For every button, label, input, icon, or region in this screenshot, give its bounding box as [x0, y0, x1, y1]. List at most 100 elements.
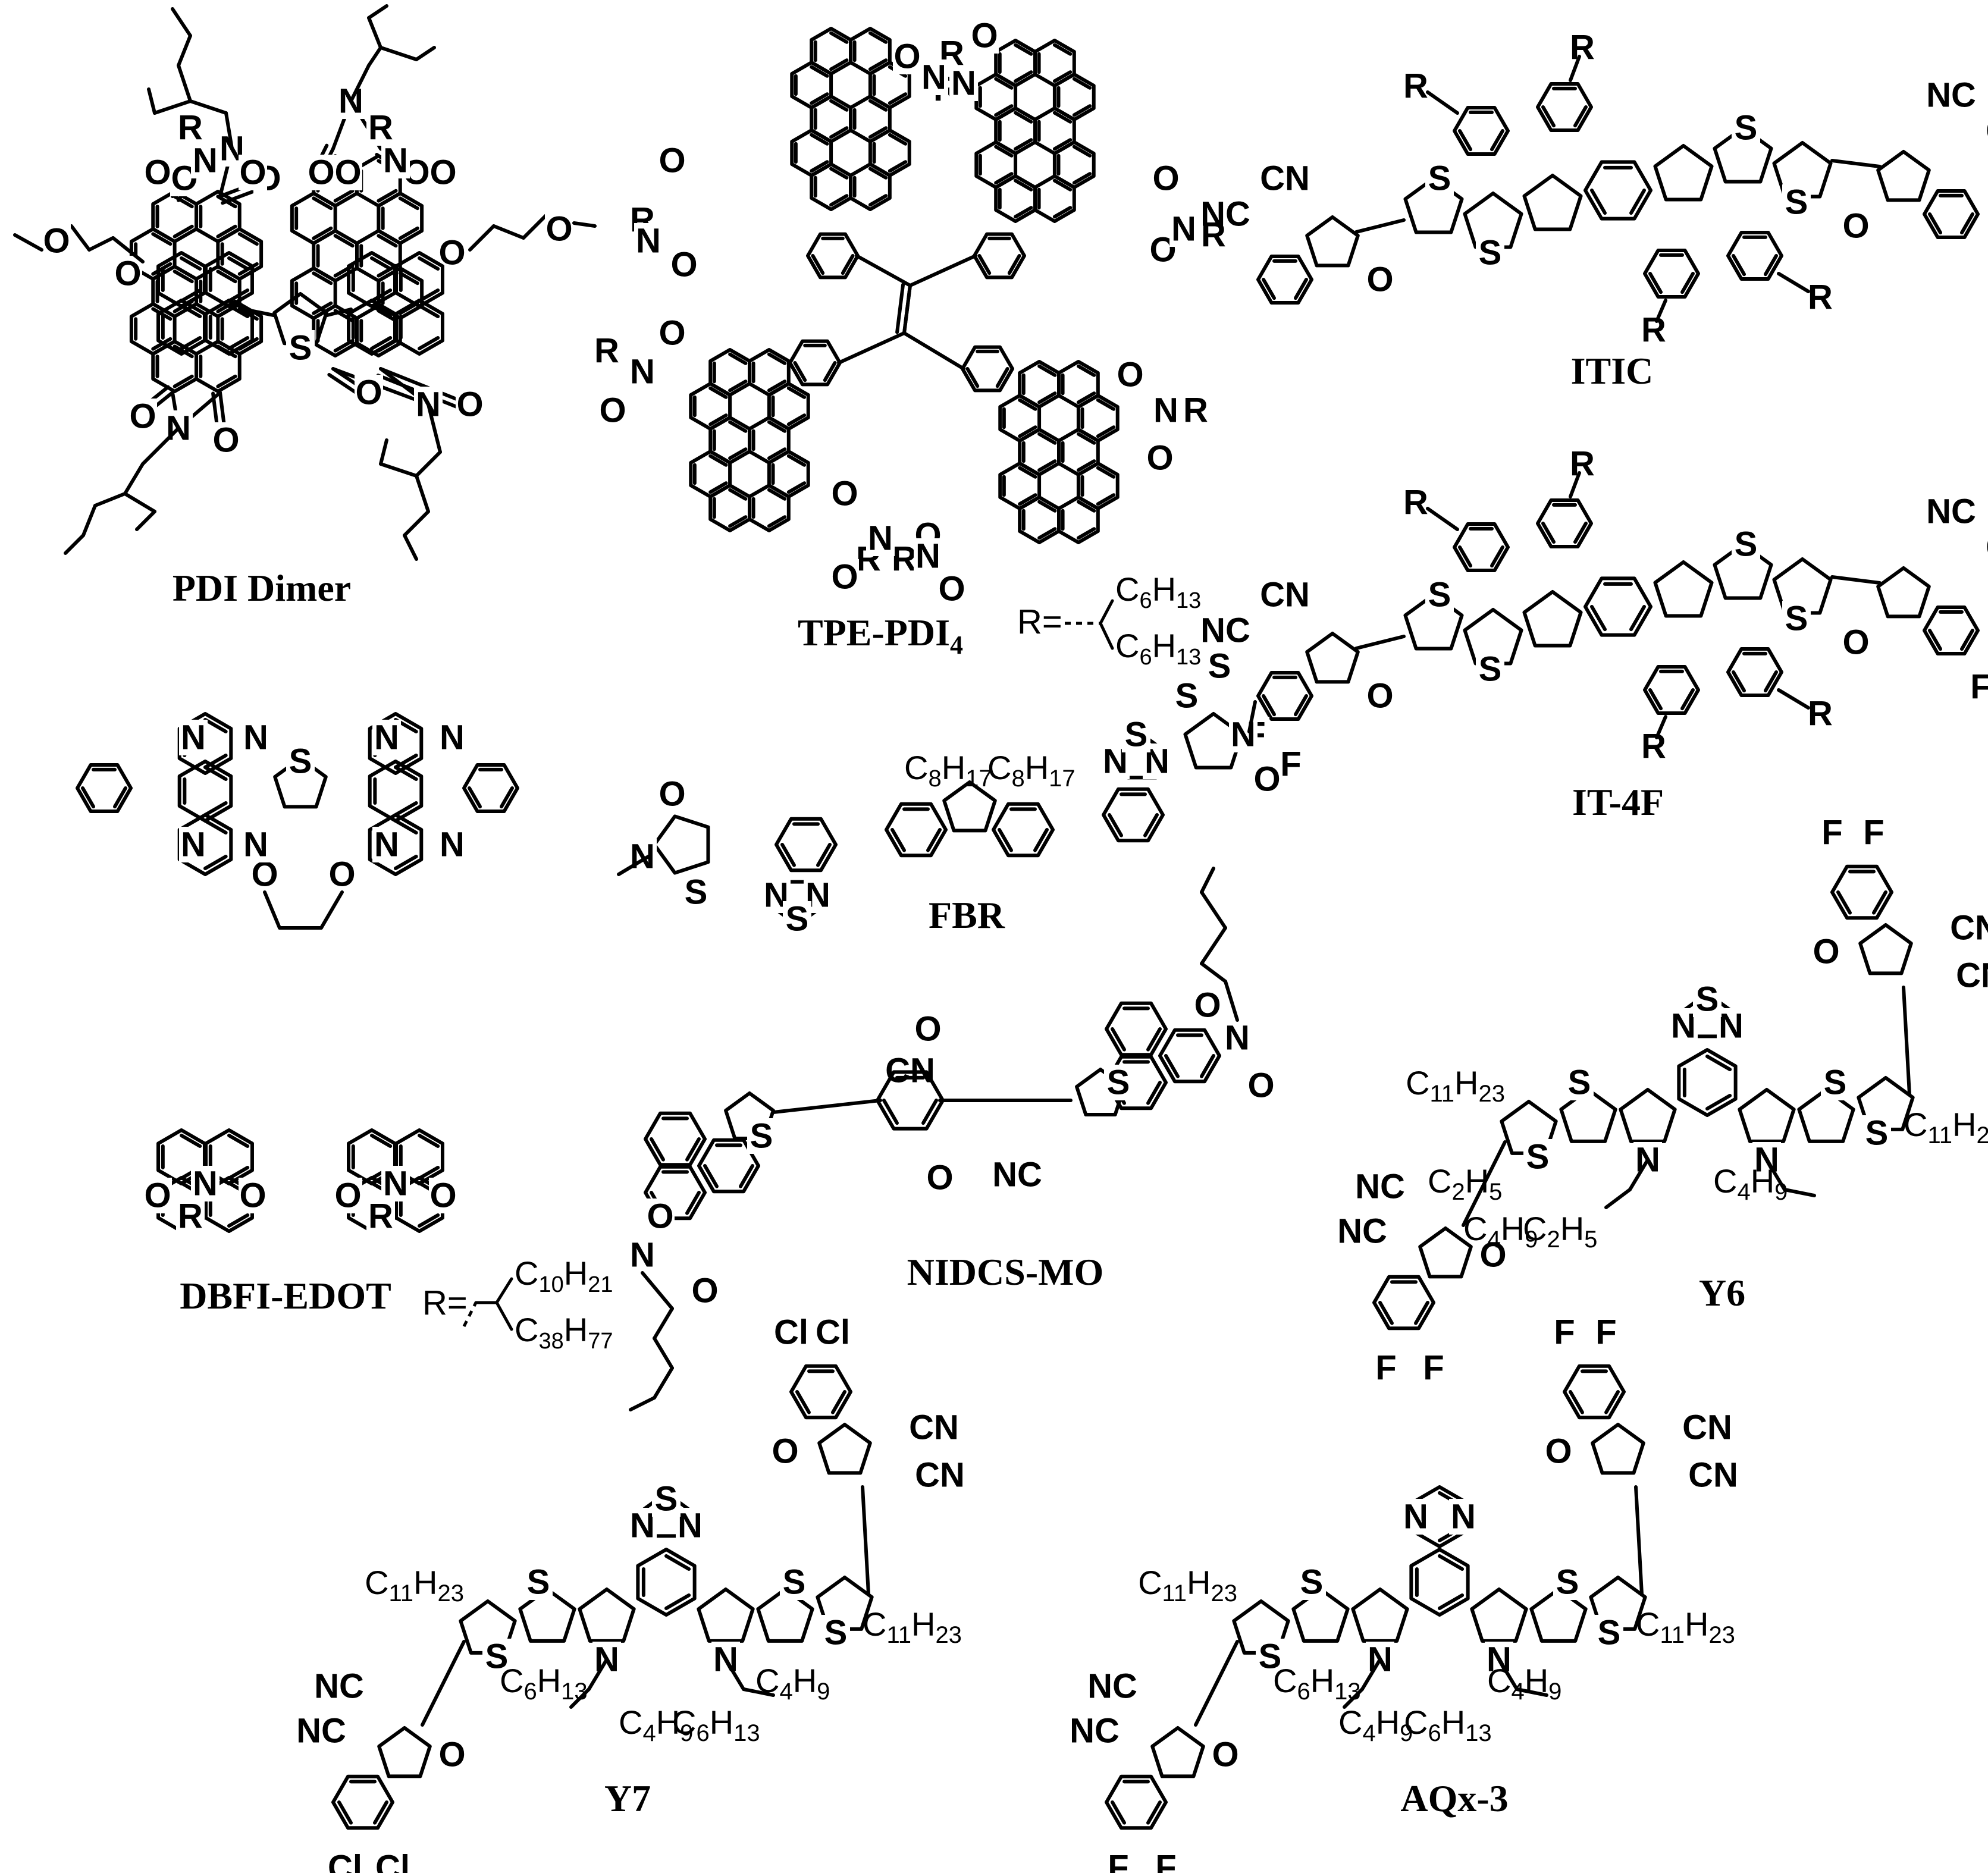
- atom-s: S: [1428, 576, 1451, 614]
- atom-o: O: [144, 153, 171, 192]
- inner-bond: [650, 1137, 665, 1162]
- atom-o: O: [1813, 933, 1839, 971]
- tpe-r-chain-1: C6H13: [1115, 570, 1201, 613]
- alkyl-bond: [177, 34, 192, 67]
- atom-mask: [1152, 393, 1180, 428]
- r-group: R: [1808, 278, 1833, 317]
- inner-bond: [370, 256, 393, 271]
- inner-bond: [394, 801, 418, 817]
- atom-mask: [143, 1178, 172, 1213]
- inner-bond: [1076, 391, 1096, 404]
- atom-mask: [1476, 235, 1504, 271]
- atom-o: O: [334, 1176, 361, 1215]
- inner-bond: [1072, 104, 1092, 117]
- atom-o: O: [831, 475, 858, 513]
- aromatic-ring: [1583, 576, 1653, 637]
- atom-o: O: [308, 153, 334, 192]
- aromatic-ring: [790, 128, 833, 177]
- inner-bond: [1928, 212, 1942, 235]
- imide-nitrogen: N: [630, 353, 655, 391]
- atom-s: S: [1428, 159, 1451, 198]
- atom-mask: [1223, 1020, 1252, 1056]
- y6-structure: NNSNNSSSSC11H23C11H23ONCNCOCNCNFFFFC2H5C…: [1337, 814, 1988, 1388]
- inner-bond: [888, 92, 908, 105]
- inner-bond: [227, 1213, 250, 1228]
- five-ring: [1418, 1226, 1473, 1279]
- five-ring: [1403, 177, 1464, 234]
- cyano-group: NC: [1070, 1712, 1120, 1750]
- inner-bond: [811, 254, 825, 275]
- inner-bond: [1836, 890, 1852, 915]
- imide-nitrogen: N: [915, 537, 940, 576]
- atom-mask: [1565, 1065, 1594, 1100]
- r-group: R: [892, 540, 917, 579]
- aromatic-ring: [290, 266, 337, 320]
- alkyl-bond: [379, 438, 388, 466]
- inner-bond: [1096, 425, 1116, 438]
- inner-bond: [685, 1137, 701, 1162]
- inner-bond: [795, 1390, 811, 1414]
- five-ring: [697, 1587, 755, 1643]
- imide-nitrogen: N: [193, 142, 218, 180]
- alkyl-bond: [403, 510, 430, 537]
- cyano-group: CN: [885, 1052, 935, 1090]
- alkyl-bond: [587, 1658, 609, 1691]
- inner-bond: [793, 361, 807, 382]
- cyano-group: NC: [1926, 492, 1976, 531]
- inner-bond: [1018, 493, 1037, 506]
- bond: [861, 1485, 870, 1596]
- aromatic-ring: [974, 73, 1018, 121]
- five-ring: [1876, 150, 1931, 202]
- r-group: R: [1183, 391, 1208, 430]
- aromatic-ring: [1536, 82, 1593, 132]
- inner-bond: [1037, 459, 1057, 472]
- aromatic-ring: [689, 450, 732, 498]
- atom-mask: [545, 211, 573, 247]
- atom-s: S: [1696, 980, 1719, 1019]
- inner-bond: [377, 263, 398, 278]
- r-group: R: [1641, 727, 1666, 766]
- inner-bond: [728, 488, 748, 501]
- atom-o: O: [355, 374, 382, 412]
- atom-mask: [1256, 1639, 1284, 1674]
- inner-bond: [965, 367, 980, 388]
- inner-bond: [1590, 189, 1607, 215]
- inner-bond: [1573, 105, 1588, 128]
- atom-mask: [866, 520, 895, 556]
- inner-bond: [227, 288, 250, 303]
- cyano-group: NC: [296, 1712, 346, 1750]
- dbfi-r-definition: R= C10H21 C38H77: [422, 1254, 613, 1354]
- atom-s: S: [1526, 1138, 1550, 1176]
- inner-bond: [708, 386, 728, 399]
- atom-mask: [893, 39, 921, 74]
- cyano-group: CN: [1682, 1408, 1732, 1447]
- atom-mask: [783, 901, 811, 937]
- atom-mask: [771, 1433, 799, 1469]
- bond: [421, 1640, 466, 1727]
- atom-s: S: [1865, 1114, 1889, 1153]
- aromatic-ring: [1256, 671, 1313, 721]
- inner-bond: [237, 232, 259, 246]
- atom-o: O: [647, 1197, 673, 1236]
- atom-n: N: [1719, 1007, 1744, 1046]
- inner-bond: [739, 1164, 754, 1188]
- aqx-3-label: AQx-3: [1400, 1777, 1508, 1819]
- inner-bond: [816, 843, 832, 867]
- atom-o: O: [1152, 159, 1179, 198]
- it-4f-structure: SSSSRRRROOCNNCNCCNFFFF: [1200, 445, 1988, 784]
- aromatic-ring: [177, 760, 233, 823]
- atom-mask: [286, 743, 315, 779]
- inner-bond: [1604, 1390, 1620, 1414]
- dbfi-r-chain-1: C10H21: [515, 1254, 613, 1297]
- atom-mask: [1425, 577, 1454, 613]
- atom-s: S: [1208, 647, 1231, 686]
- atom-o: O: [893, 37, 920, 76]
- inner-bond: [728, 447, 748, 460]
- inner-bond: [1438, 1593, 1465, 1610]
- alkyl-bond: [1628, 1158, 1650, 1191]
- atom-o: O: [1479, 1236, 1506, 1275]
- atom-mask: [1860, 815, 1888, 851]
- five-ring: [1522, 174, 1583, 231]
- inner-bond: [1764, 254, 1778, 277]
- r-group: R: [1570, 445, 1595, 484]
